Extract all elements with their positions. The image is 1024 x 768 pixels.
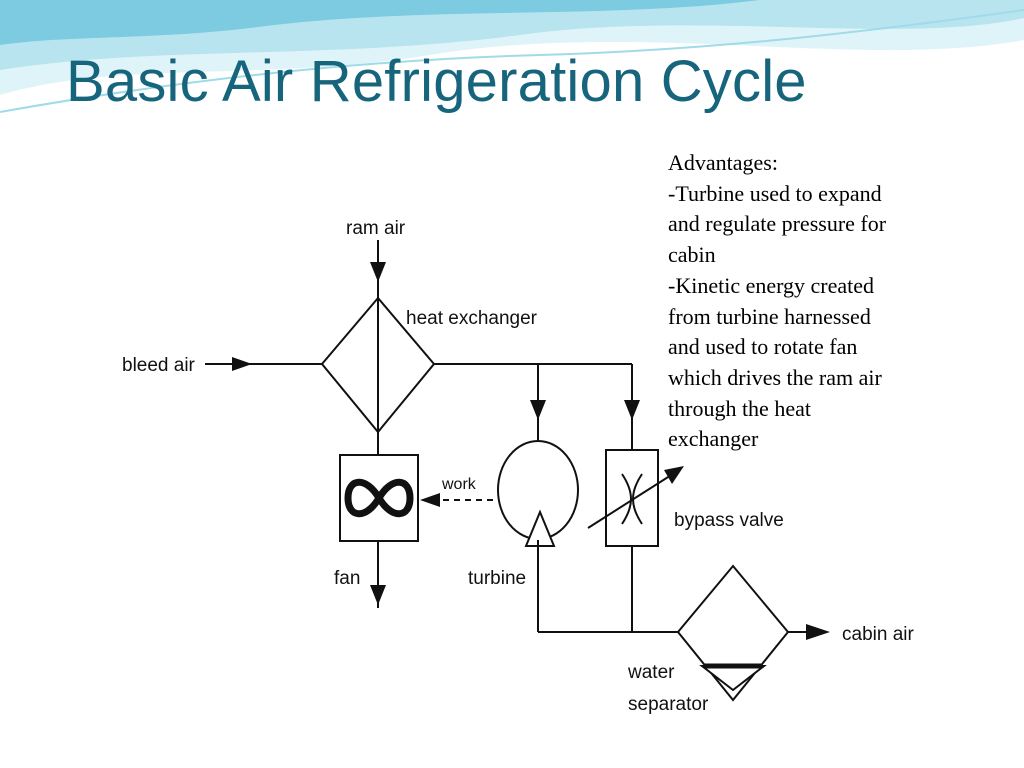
label-separator: separator: [628, 694, 709, 715]
label-bypass-valve: bypass valve: [674, 510, 784, 531]
bypass-valve-symbol: [587, 449, 684, 632]
wave-line: [0, 9, 1024, 113]
work-shaft: [420, 493, 497, 507]
notes-line: and regulate pressure for: [668, 211, 887, 237]
notes-line: -Kinetic energy created: [668, 272, 875, 298]
notes-line: Advantages:: [668, 150, 778, 175]
notes-line: -Turbine used to expand: [668, 180, 882, 206]
diagram-background: [100, 168, 970, 728]
label-turbine: turbine: [468, 568, 526, 589]
label-work: work: [441, 476, 477, 493]
fan-symbol: [339, 432, 419, 608]
label-heat-exchanger: heat exchanger: [406, 308, 538, 329]
notes-line: and used to rotate fan: [668, 334, 858, 360]
slide-title: Basic Air Refrigeration Cycle: [66, 49, 807, 114]
label-bleed-air: bleed air: [122, 355, 196, 376]
notes-line: from turbine harnessed: [668, 303, 871, 329]
advantages-notes: Advantages: -Turbine used to expand and …: [668, 148, 968, 455]
notes-line: exchanger: [668, 426, 759, 452]
label-water: water: [627, 662, 675, 683]
wave-accent: [0, 0, 760, 45]
label-ram-air: ram air: [346, 218, 406, 239]
turbine-symbol: [497, 440, 579, 632]
ram-air-flow: [370, 240, 386, 298]
notes-line: through the heat: [668, 395, 811, 421]
notes-line: cabin: [668, 242, 716, 268]
label-fan: fan: [334, 568, 360, 589]
bleed-air-line: [205, 357, 640, 450]
header-wave-decoration: [0, 0, 1024, 113]
water-separator-symbol: [676, 564, 790, 702]
label-cabin-air: cabin air: [842, 624, 914, 645]
notes-line: which drives the ram air: [668, 364, 882, 390]
cabin-air-line: [538, 624, 830, 640]
